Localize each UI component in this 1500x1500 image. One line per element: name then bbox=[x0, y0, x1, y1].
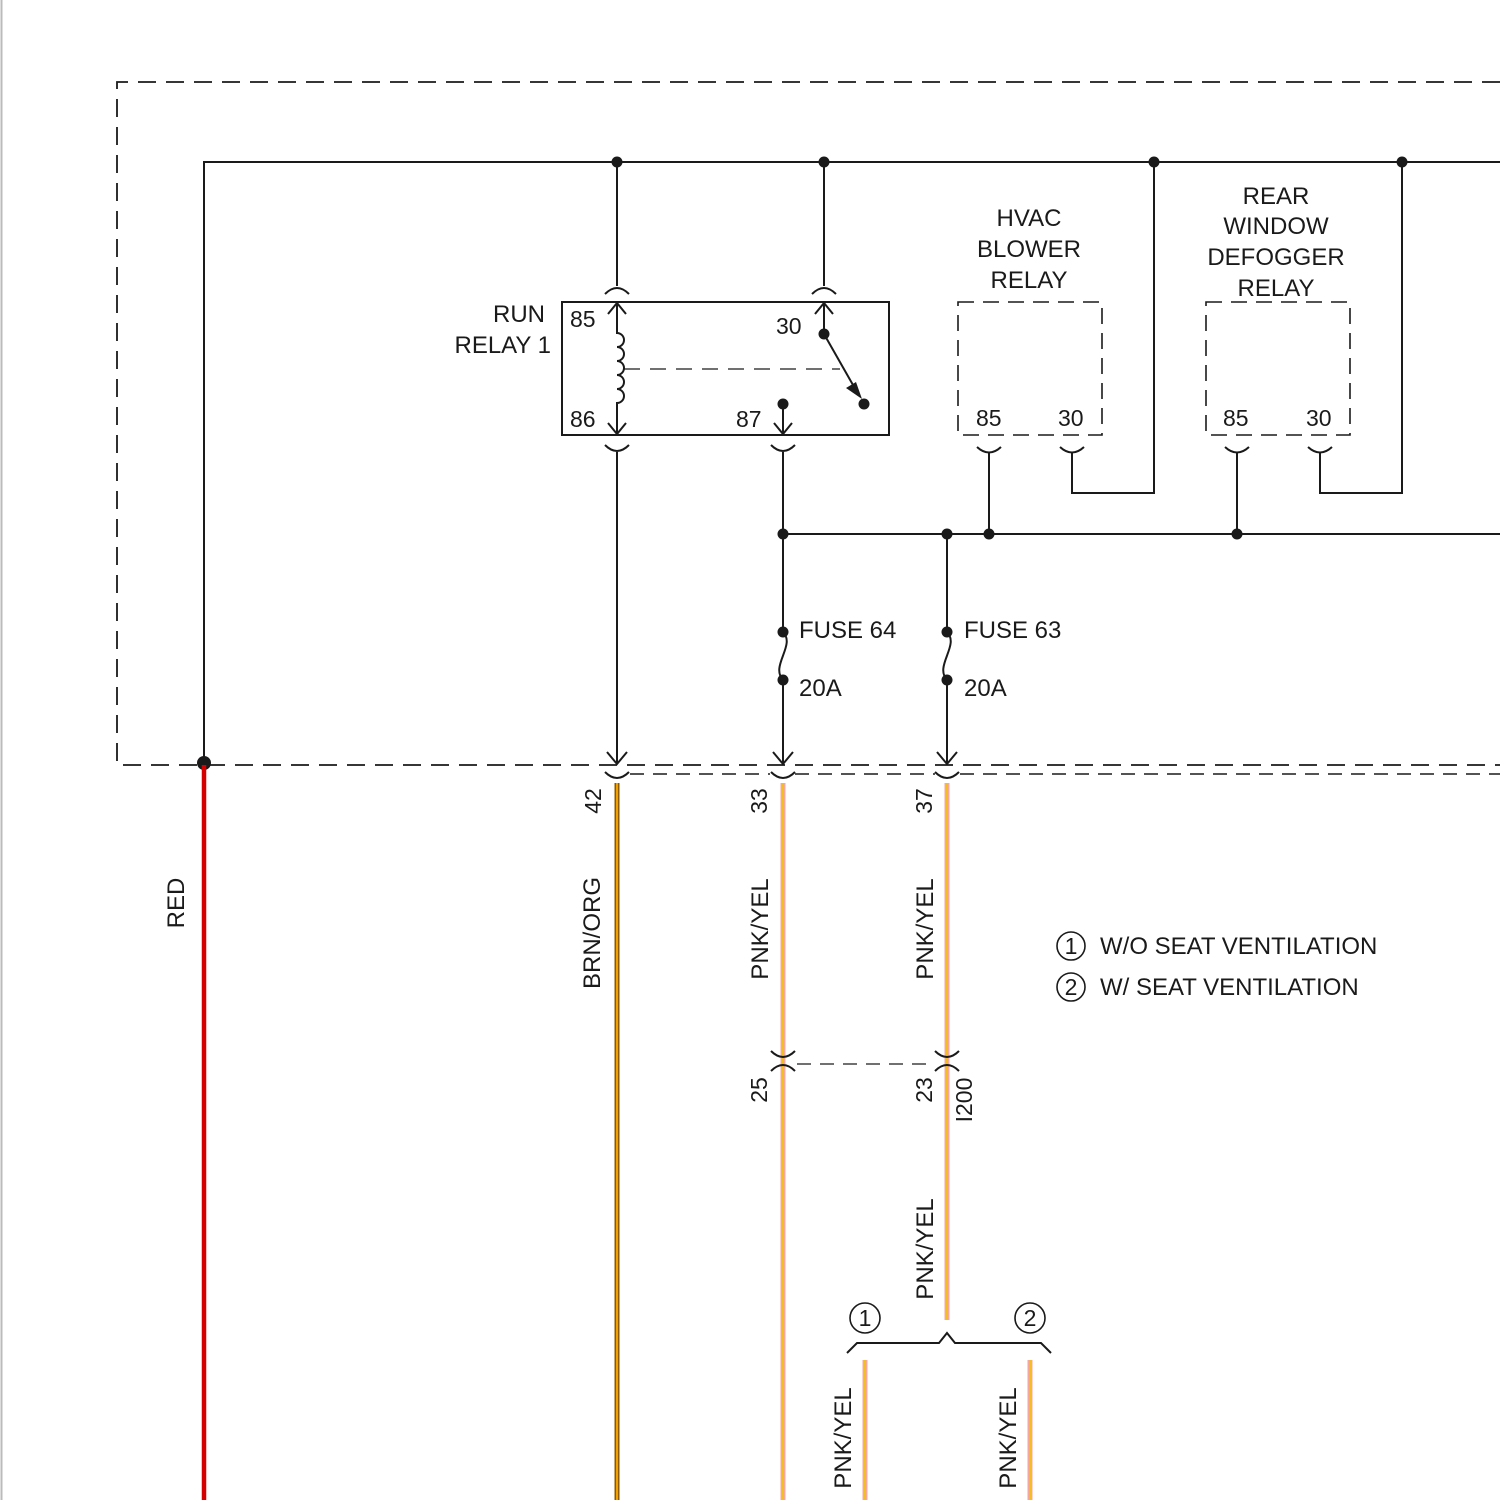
fuse-64-rating: 20A bbox=[799, 675, 842, 702]
fuse-63-rating: 20A bbox=[964, 675, 1007, 702]
run-relay-pin-86: 86 bbox=[570, 406, 596, 432]
hvac-relay-label-3: RELAY bbox=[991, 267, 1068, 294]
red-wire-label: RED bbox=[163, 878, 190, 929]
connector-cups bbox=[605, 772, 959, 778]
inline-connector-i200 bbox=[771, 1051, 959, 1071]
defogger-relay-pin-30: 30 bbox=[1306, 405, 1332, 431]
defogger-relay-label-2: WINDOW bbox=[1223, 213, 1329, 240]
defogger-relay-pin-85: 85 bbox=[1223, 405, 1249, 431]
run-relay-pin-85: 85 bbox=[570, 306, 596, 332]
legend-2-text: W/ SEAT VENTILATION bbox=[1100, 974, 1359, 1001]
inline-connector-label: I200 bbox=[951, 1078, 977, 1123]
defogger-relay-label-3: DEFOGGER bbox=[1207, 244, 1344, 271]
run-relay-label-1: RUN bbox=[493, 301, 545, 328]
defogger-relay-label-1: REAR bbox=[1243, 183, 1310, 210]
pnk-yel-opt1-label: PNK/YEL bbox=[830, 1387, 857, 1488]
connector-pin-42: 42 bbox=[580, 788, 606, 814]
option-2-marker: 2 bbox=[1024, 1305, 1037, 1331]
hvac-relay-pin-30: 30 bbox=[1058, 405, 1084, 431]
run-relay-pin-30: 30 bbox=[776, 313, 802, 339]
run-relay-pin-87: 87 bbox=[736, 406, 762, 432]
legend-1-text: W/O SEAT VENTILATION bbox=[1100, 933, 1377, 960]
pnk-yel-23-label: PNK/YEL bbox=[912, 1198, 939, 1299]
legend-2-number: 2 bbox=[1065, 974, 1078, 1000]
connector-pin-23: 23 bbox=[911, 1077, 937, 1103]
connector-pin-37: 37 bbox=[911, 788, 937, 814]
relay-86-wire bbox=[607, 452, 627, 764]
connector-pin-33: 33 bbox=[746, 788, 772, 814]
run-relay-1 bbox=[562, 162, 889, 451]
hvac-relay-label-1: HVAC bbox=[997, 205, 1062, 232]
run-relay-label-2: RELAY 1 bbox=[454, 332, 551, 359]
fuse-63-label: FUSE 63 bbox=[964, 617, 1061, 644]
legend-1-number: 1 bbox=[1065, 933, 1078, 959]
hvac-relay-pin-85: 85 bbox=[976, 405, 1002, 431]
hvac-relay-label-2: BLOWER bbox=[977, 236, 1081, 263]
brn-org-wire-label: BRN/ORG bbox=[579, 877, 606, 989]
run-bus bbox=[778, 452, 1500, 540]
pnk-yel-opt2-label: PNK/YEL bbox=[995, 1387, 1022, 1488]
pnk-yel-33-label: PNK/YEL bbox=[747, 878, 774, 979]
option-1-marker: 1 bbox=[859, 1305, 872, 1331]
connector-pin-25: 25 bbox=[746, 1077, 772, 1103]
pnk-yel-37-label: PNK/YEL bbox=[912, 878, 939, 979]
defogger-relay-label-4: RELAY bbox=[1238, 275, 1315, 302]
fuse-64-label: FUSE 64 bbox=[799, 617, 896, 644]
fuse-64 bbox=[773, 534, 793, 764]
fuse-63 bbox=[937, 534, 957, 764]
